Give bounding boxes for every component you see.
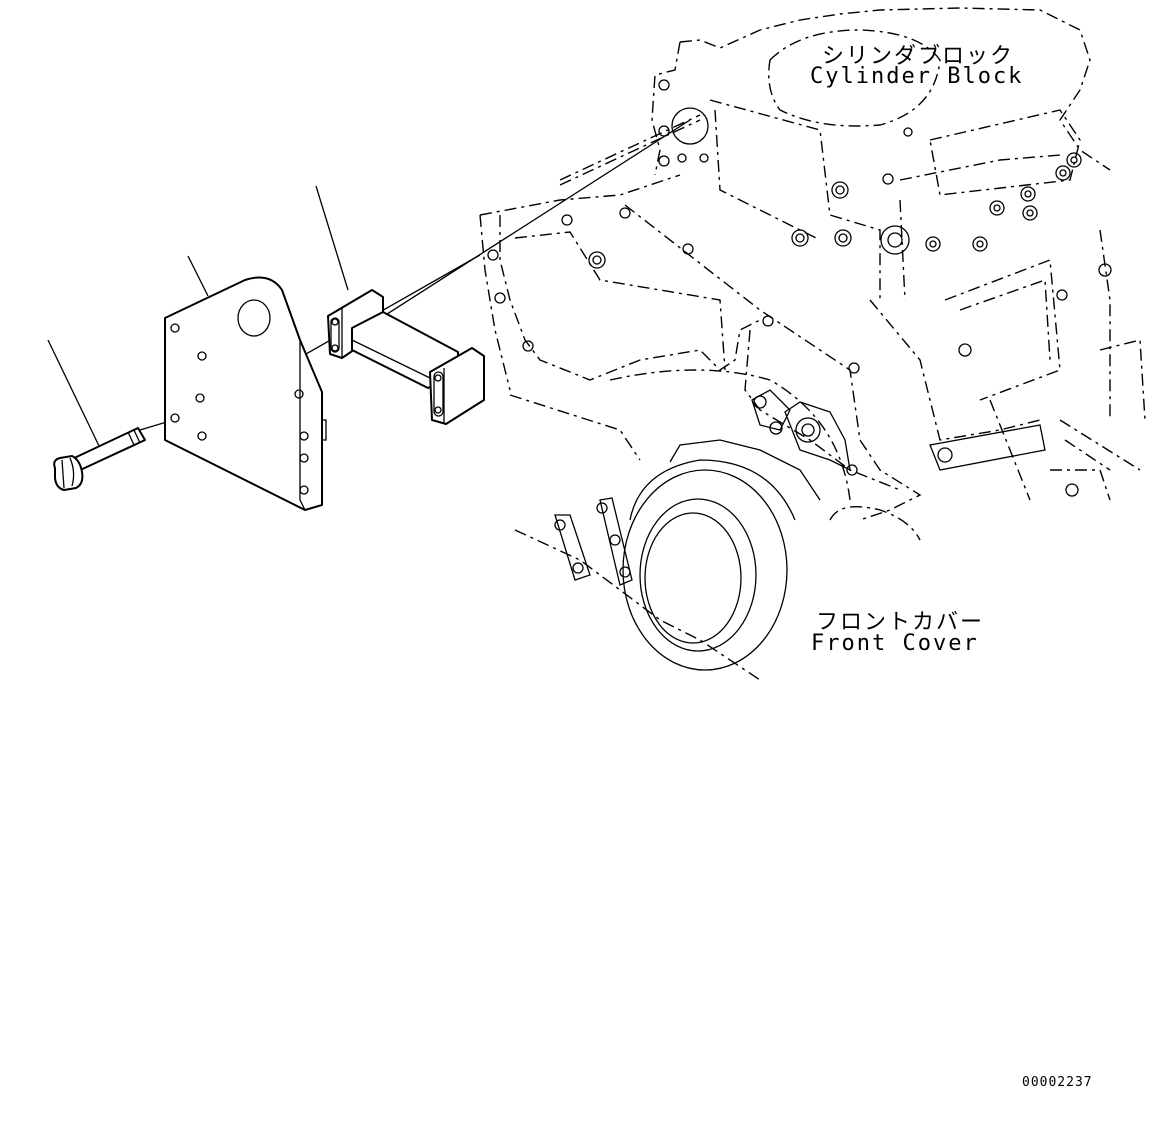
drawing-code: 00002237 <box>1022 1075 1093 1090</box>
front-cover-label: Front Cover <box>811 631 979 656</box>
engine-front-cover-icon <box>479 7 1146 681</box>
cylinder-block-label: Cylinder Block <box>810 64 1024 89</box>
bracket-plate-icon <box>164 276 327 511</box>
assembly-guide-lines <box>47 119 691 449</box>
bolt-icon <box>53 427 146 491</box>
spacer-bracket-icon <box>327 289 485 425</box>
cylinder-block-label-jp: シリンダブロック <box>822 44 1015 69</box>
front-cover-label-jp: フロントカバー <box>816 610 985 635</box>
